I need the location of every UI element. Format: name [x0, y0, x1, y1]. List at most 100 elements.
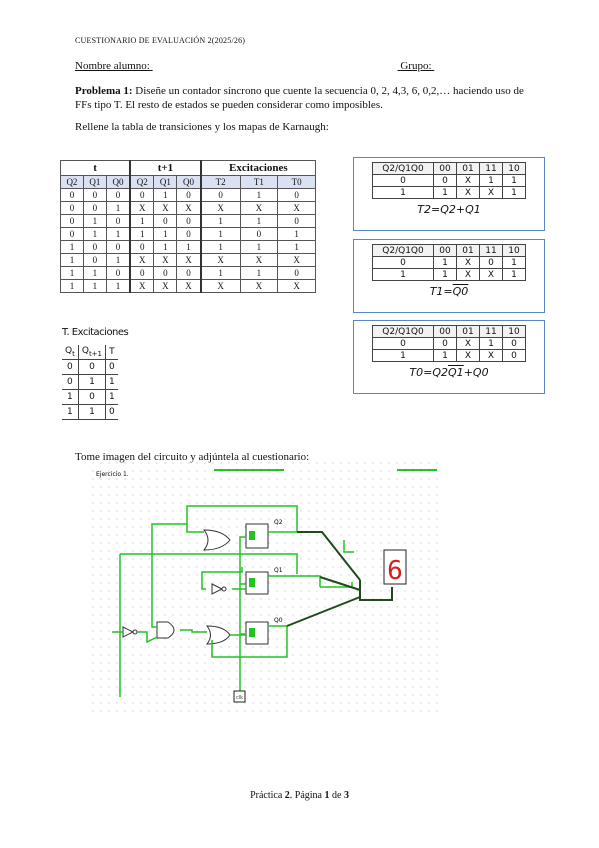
table-cell: X: [176, 279, 202, 293]
table-cell: 0: [129, 266, 155, 280]
kmap-header-cell: 01: [456, 325, 480, 338]
te-cell: 1: [105, 389, 118, 405]
footer-page-number: 1: [324, 790, 330, 801]
kmap-cell: 1: [433, 349, 457, 362]
te-cell: 0: [78, 389, 107, 405]
kmap-cell: X: [479, 349, 503, 362]
student-label: Nombre alumno:: [75, 60, 150, 72]
table-cell: 1: [105, 227, 131, 241]
footer-total-pages: 3: [343, 790, 349, 801]
kmap-cell: 0: [502, 349, 526, 362]
kmap-cell: 1: [502, 186, 526, 199]
table-cell: 0: [60, 201, 84, 215]
te-cell: 1: [62, 389, 79, 405]
table-cell: X: [176, 201, 202, 215]
and-gate: [156, 621, 175, 639]
table-cell: X: [277, 201, 316, 215]
kmap-cell: 0: [372, 174, 434, 187]
kmap-cell: 1: [479, 337, 503, 350]
ff-q0: Q0: [245, 617, 283, 645]
group-excitaciones: Excitaciones: [199, 160, 316, 176]
circuit-image: Ejercicio 1. Q2 Q1 Q0: [92, 462, 442, 712]
table-cell: 1: [60, 240, 84, 254]
kmap-cell: 1: [502, 174, 526, 187]
table-cell: 0: [176, 188, 202, 202]
or-gate-t2: [202, 529, 231, 551]
te-cell: 0: [62, 374, 79, 390]
table-cell: 1: [277, 227, 316, 241]
te-cell: 1: [78, 374, 107, 390]
kmap-header-cell: Q2/Q1Q0: [372, 325, 434, 338]
table-cell: 1: [105, 253, 131, 267]
kmap-cell: 0: [433, 337, 457, 350]
te-h-qt1: Qt+1: [78, 345, 107, 360]
table-cell: X: [239, 279, 279, 293]
problem-statement: Problema 1: Diseñe un contador síncrono …: [75, 84, 540, 112]
table-cell: X: [199, 279, 241, 293]
column-header-q2: Q2: [60, 175, 84, 189]
column-header-q0: Q0: [176, 175, 202, 189]
footer-mid: . Página: [289, 790, 325, 801]
table-cell: X: [199, 201, 241, 215]
table-cell: 1: [153, 227, 178, 241]
kmap-header-cell: 10: [502, 162, 526, 175]
table-cell: 0: [176, 266, 202, 280]
problem-text: Diseñe un contador síncrono que cuente l…: [75, 85, 524, 111]
te-cell: 1: [105, 374, 118, 390]
kmap-cell: X: [456, 337, 480, 350]
table-cell: 0: [176, 214, 202, 228]
kmap-cell: X: [456, 186, 480, 199]
kmap-cell: 1: [372, 349, 434, 362]
table-cell: X: [129, 253, 155, 267]
table-cell: X: [239, 253, 279, 267]
table-cell: X: [153, 201, 178, 215]
te-cell: 1: [62, 404, 79, 420]
column-header-q0: Q0: [105, 175, 131, 189]
table-cell: X: [277, 253, 316, 267]
footer-practice-number: 2: [284, 790, 290, 801]
table-cell: 0: [60, 214, 84, 228]
table-cell: X: [129, 279, 155, 293]
table-cell: 1: [129, 214, 155, 228]
kmap-header-cell: 01: [456, 244, 480, 257]
table-cell: 1: [239, 188, 279, 202]
table-cell: 0: [60, 188, 84, 202]
table-cell: 1: [82, 227, 107, 241]
kmap-cell: X: [456, 174, 480, 187]
active-wires: [112, 505, 354, 697]
clock-source: [233, 690, 246, 703]
group-t: t: [60, 160, 131, 176]
ff-q1: Q1: [245, 567, 283, 595]
te-h-qt: Qt: [62, 345, 79, 360]
table-cell: 1: [153, 240, 178, 254]
column-header-t1: T1: [239, 175, 279, 189]
label-q1: Q1: [274, 567, 283, 574]
table-cell: X: [199, 253, 241, 267]
table-cell: 0: [82, 201, 107, 215]
column-header-t0: T0: [277, 175, 316, 189]
te-cell: 0: [105, 359, 118, 375]
table-cell: 1: [239, 214, 279, 228]
kmap-cell: 0: [372, 337, 434, 350]
te-h-t: T: [105, 345, 118, 360]
table-cell: 1: [176, 240, 202, 254]
seven-segment-display: 6: [383, 549, 407, 586]
te-cell: 1: [78, 404, 107, 420]
table-cell: 0: [82, 188, 107, 202]
student-info-line: Nombre alumno: Grupo:: [75, 60, 515, 72]
kmap-header-cell: 11: [479, 244, 503, 257]
